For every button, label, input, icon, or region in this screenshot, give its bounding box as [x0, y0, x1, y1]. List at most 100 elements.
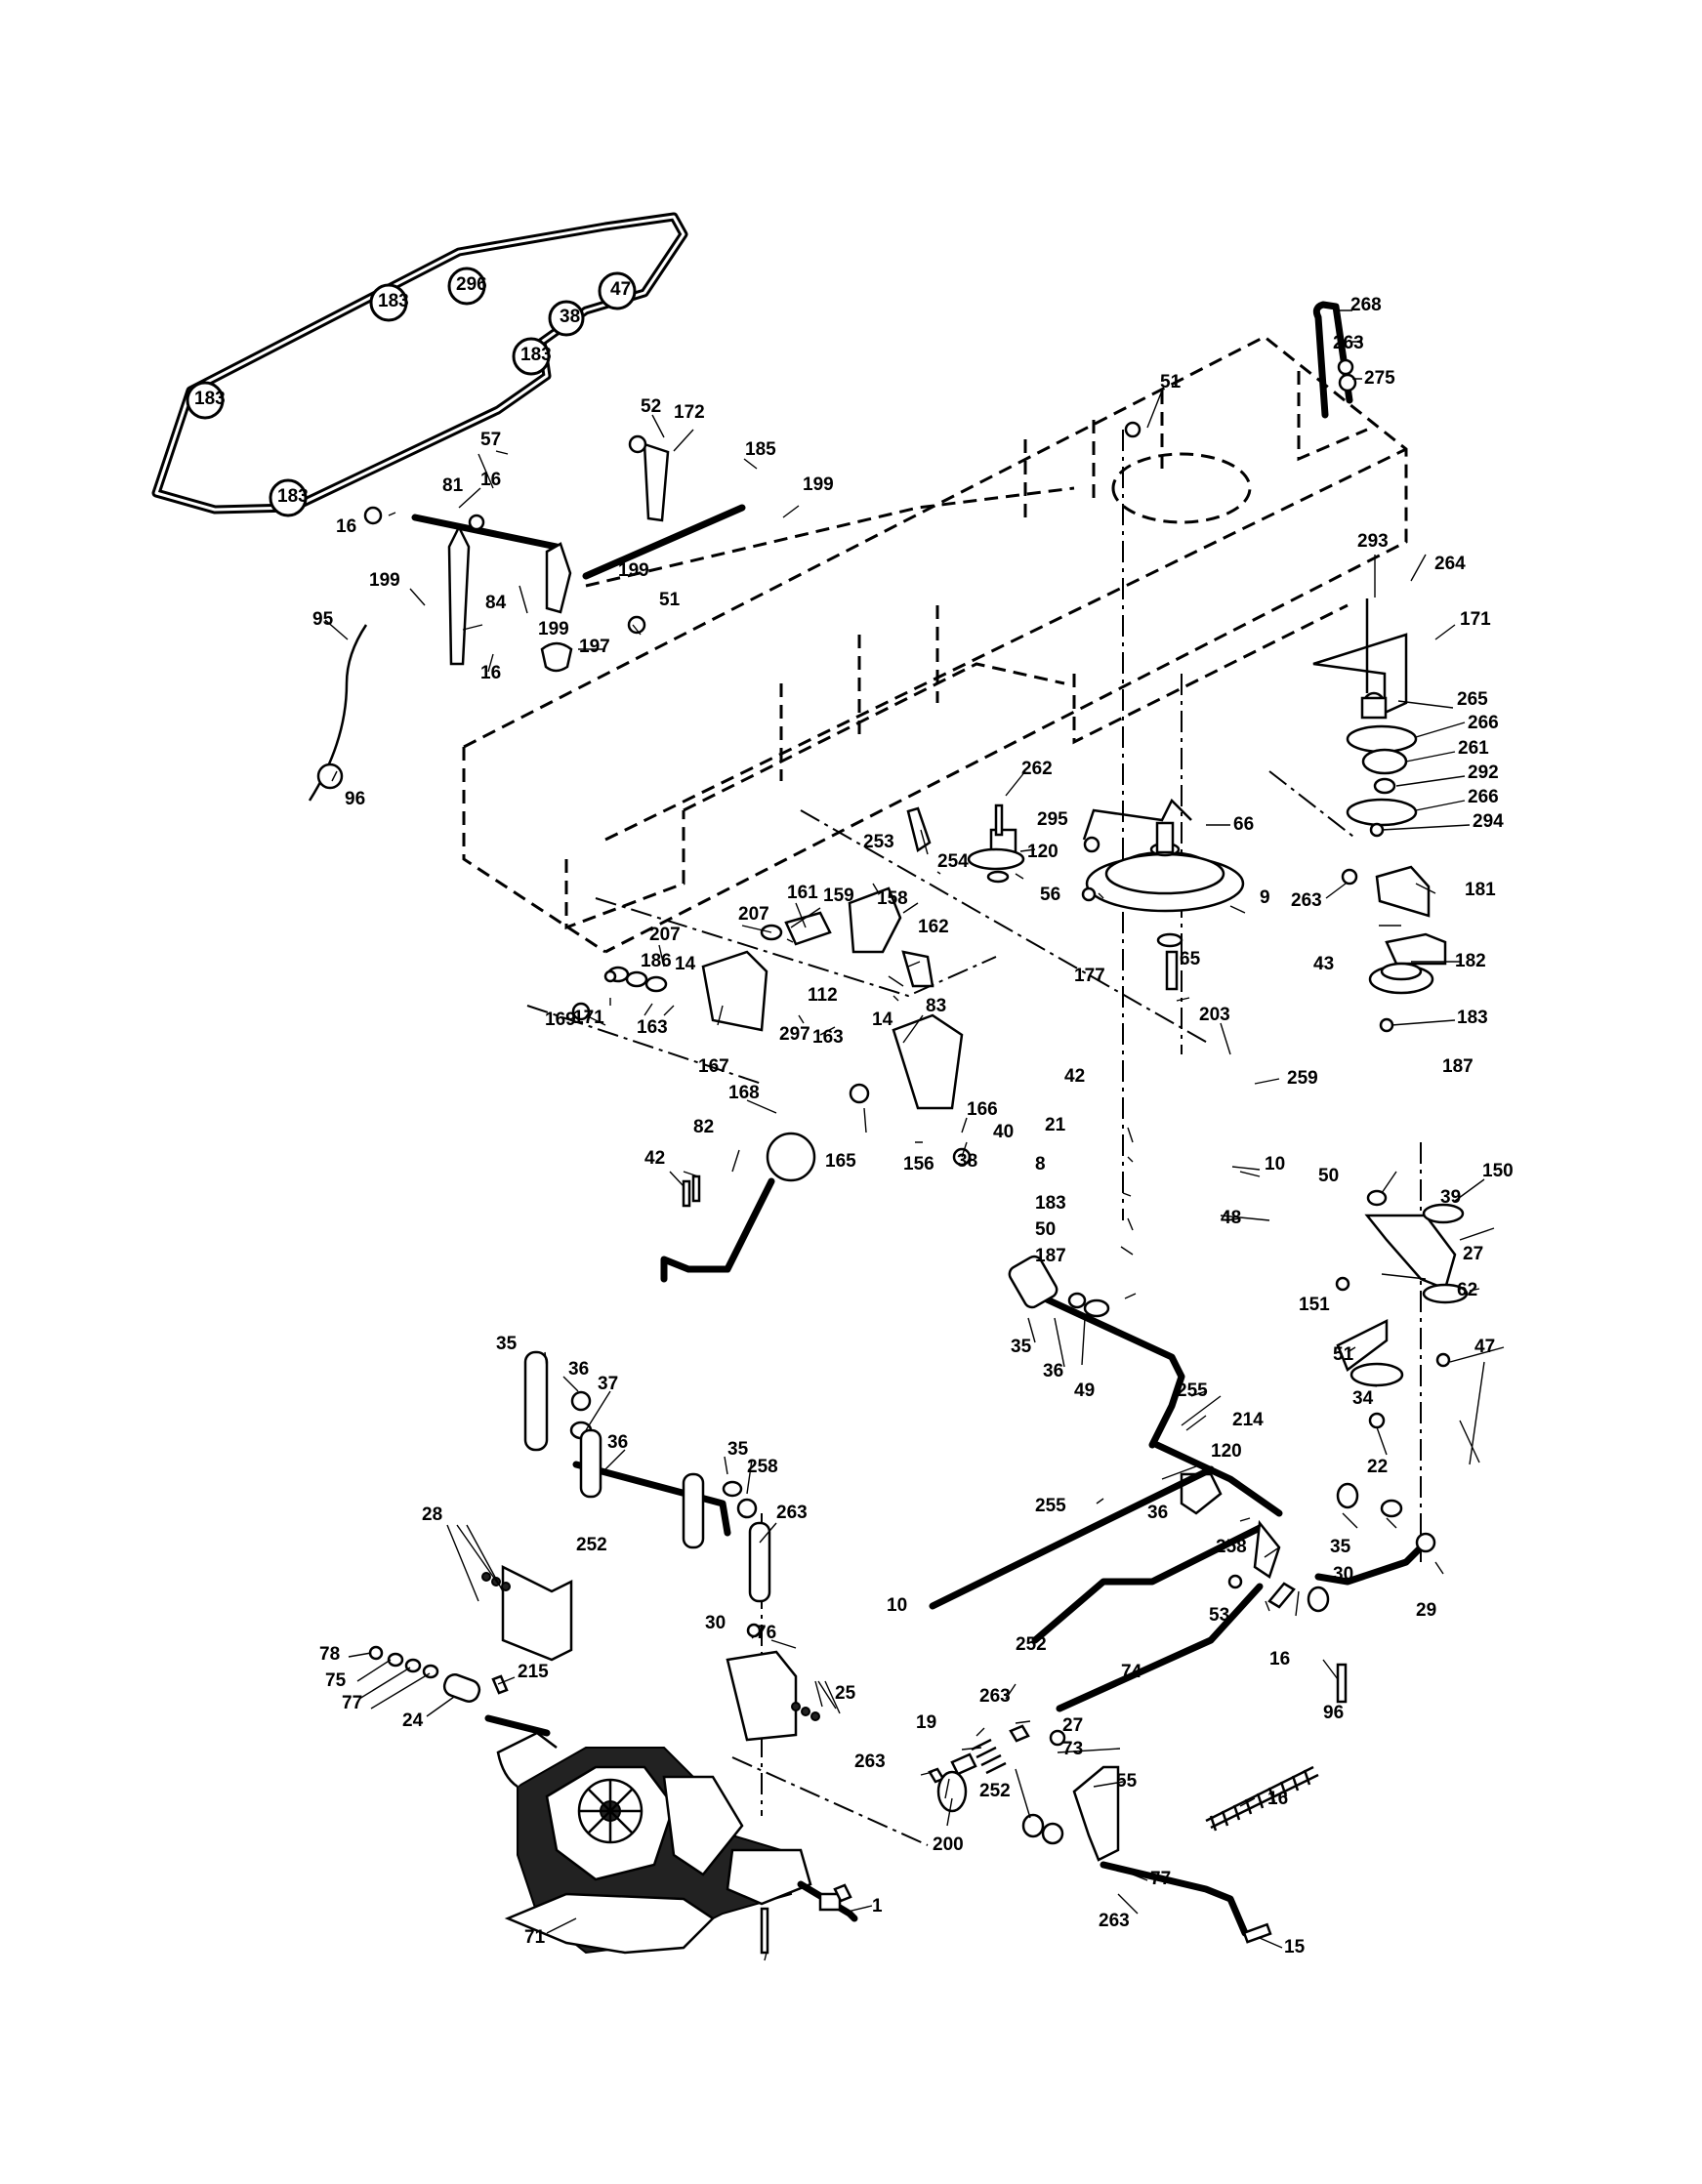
- part-label: 51: [1160, 372, 1182, 392]
- part-label: 263: [1291, 890, 1322, 911]
- part-label: 262: [1021, 759, 1053, 779]
- part-label: 22: [1367, 1457, 1388, 1477]
- part-label: 52: [641, 396, 661, 417]
- part-label: 21: [1045, 1115, 1066, 1135]
- part-label: 183: [1035, 1193, 1066, 1214]
- leader-lines: [324, 309, 1505, 1961]
- part-label: 161: [787, 883, 818, 903]
- part-label: 186: [641, 951, 672, 971]
- part-label: 36: [1147, 1503, 1168, 1523]
- part-label: 35: [1011, 1337, 1032, 1357]
- part-label: 185: [745, 439, 776, 460]
- part-label: 252: [576, 1535, 607, 1555]
- svg-text:183: 183: [520, 345, 552, 365]
- part-label: 10: [1265, 1154, 1285, 1174]
- belt-pulley-badge: [369, 283, 408, 322]
- part-label: 73: [1062, 1739, 1083, 1759]
- part-label: 40: [993, 1122, 1014, 1142]
- part-label: 199: [618, 560, 649, 581]
- part-label: 264: [1434, 554, 1466, 574]
- part-labels: 268 263 275 51 52 172 185 199 57 81 16 1…: [312, 295, 1514, 1957]
- part-label: 66: [1233, 814, 1254, 835]
- deck-idler-assembly: [1312, 301, 1447, 1033]
- part-label: 77: [342, 1693, 362, 1713]
- part-label: 266: [1468, 787, 1499, 807]
- part-label: 14: [675, 954, 696, 974]
- part-label: 168: [728, 1083, 760, 1103]
- part-label: 96: [1323, 1703, 1344, 1723]
- part-label: 182: [1455, 951, 1486, 971]
- part-label: 28: [422, 1504, 442, 1525]
- part-label: 203: [1199, 1005, 1230, 1025]
- engine-pulley-assembly: [906, 421, 1245, 991]
- part-label: 53: [1209, 1605, 1229, 1626]
- drive-belt-57: [151, 212, 688, 515]
- part-label: 156: [903, 1154, 934, 1174]
- part-label: 255: [1035, 1496, 1066, 1516]
- part-label: 36: [568, 1359, 589, 1380]
- part-label: 181: [1465, 880, 1496, 900]
- part-label: 35: [1330, 1537, 1351, 1557]
- part-label: 292: [1468, 762, 1499, 783]
- part-label: 48: [1221, 1208, 1241, 1228]
- part-label: 51: [1333, 1344, 1354, 1365]
- part-label: 24: [402, 1710, 424, 1731]
- part-label: 82: [693, 1117, 714, 1137]
- part-label: 112: [808, 985, 838, 1006]
- belt-pulley-badge: [512, 337, 551, 376]
- part-label: 295: [1037, 809, 1068, 830]
- part-label: 177: [1074, 966, 1105, 986]
- clutch-linkage-upper: [308, 434, 746, 802]
- part-label: 259: [1287, 1068, 1318, 1089]
- part-label: 62: [1457, 1280, 1477, 1300]
- part-label: 255: [1177, 1380, 1208, 1401]
- part-label: 207: [738, 904, 769, 925]
- part-label: 171: [573, 1008, 604, 1028]
- part-label: 258: [1216, 1537, 1247, 1557]
- part-label: 187: [1035, 1246, 1066, 1266]
- part-label: 166: [967, 1099, 998, 1120]
- part-label: 263: [1099, 1911, 1130, 1931]
- alignment-lines: [526, 430, 1422, 1846]
- part-label: 172: [674, 402, 705, 423]
- belt-pulley-badges: 183 296 47 38 183 183 183: [186, 267, 637, 517]
- part-label: 37: [598, 1374, 618, 1394]
- belt-pulley-badge: [269, 478, 308, 517]
- part-label: 16: [480, 663, 501, 683]
- part-label: 42: [1064, 1066, 1085, 1087]
- part-label: 10: [887, 1595, 907, 1616]
- part-label: 252: [1016, 1634, 1047, 1655]
- part-label: 297: [779, 1024, 810, 1045]
- part-label: 74: [1121, 1662, 1142, 1682]
- part-label: 71: [524, 1927, 546, 1948]
- part-label: 254: [937, 851, 969, 872]
- part-label: 214: [1232, 1410, 1264, 1430]
- part-label: 275: [1364, 368, 1395, 389]
- part-label: 36: [1043, 1361, 1063, 1381]
- part-label: 169: [545, 1010, 576, 1030]
- part-label: 42: [644, 1148, 665, 1169]
- tractor-frame-outline: [462, 335, 1408, 954]
- part-label: 197: [579, 637, 610, 657]
- part-label: 1: [872, 1896, 883, 1916]
- belt-pulley-badge: [447, 267, 486, 306]
- part-label: 57: [480, 430, 501, 450]
- part-label: 263: [1333, 333, 1364, 353]
- part-label: 120: [1027, 842, 1059, 862]
- part-label: 263: [979, 1686, 1011, 1707]
- part-label: 75: [325, 1670, 347, 1691]
- belt-pulley-badge: [186, 381, 225, 420]
- part-label: 261: [1458, 738, 1489, 759]
- part-label: 29: [1416, 1600, 1436, 1621]
- svg-text:38: 38: [560, 307, 580, 327]
- part-label: 293: [1357, 531, 1389, 552]
- part-label: 199: [538, 619, 569, 639]
- part-label: 167: [698, 1056, 729, 1077]
- part-label: 35: [496, 1334, 518, 1354]
- part-label: 30: [1333, 1564, 1353, 1585]
- part-label: 16: [1267, 1789, 1288, 1809]
- part-label: 165: [825, 1151, 856, 1172]
- axle-plate-assembly: [368, 1350, 820, 1742]
- svg-text:183: 183: [277, 486, 309, 507]
